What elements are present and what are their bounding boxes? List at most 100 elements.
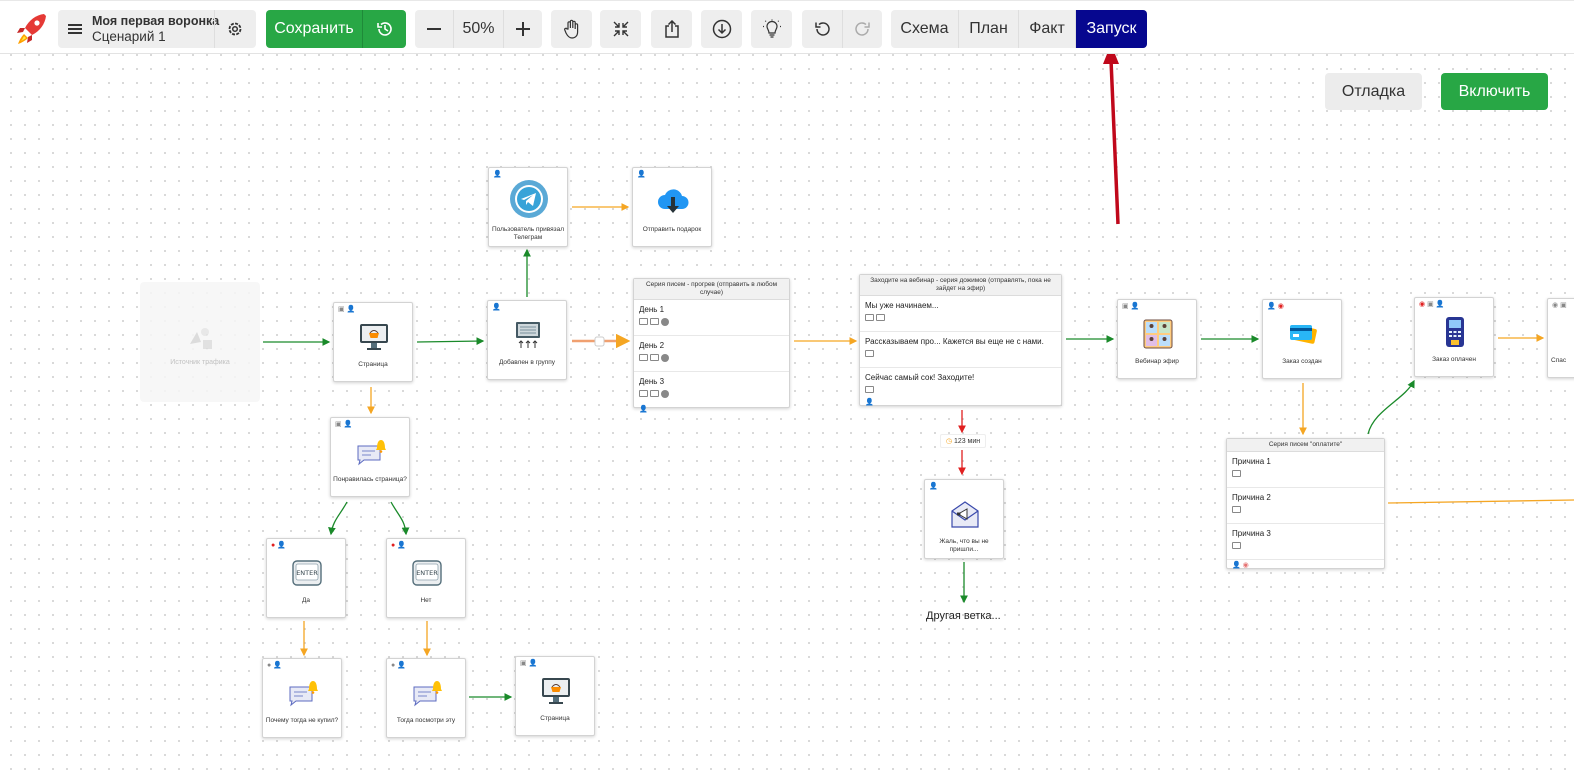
channel-icons (639, 318, 784, 328)
monitor-basket-icon (536, 671, 576, 711)
video-conference-icon (1138, 314, 1178, 354)
liked-page-label: Понравилась страница? (333, 476, 407, 483)
tab-fact[interactable]: Факт (1018, 10, 1075, 48)
save-group: Сохранить (266, 10, 406, 48)
delay-timer[interactable]: ◷123 мин (940, 434, 986, 448)
send-gift-node[interactable]: 👤 Отправить подарок (632, 167, 712, 247)
why-not-bought-label: Почему тогда не купил? (265, 717, 339, 724)
tab-scheme[interactable]: Схема (900, 20, 949, 37)
tab-launch[interactable]: Запуск (1075, 10, 1147, 48)
order-paid-label: Заказ оплачен (1432, 356, 1476, 363)
enter-key-icon: ENTER (287, 553, 327, 593)
clock-icon: ◷ (945, 438, 952, 445)
wire-pay-return (1387, 499, 1574, 504)
channel-icons (865, 386, 1056, 396)
history-group (802, 10, 882, 48)
series-warmup-day-1: День 1 (639, 305, 665, 314)
order-created-label: Заказ создан (1282, 358, 1322, 365)
email-series-warmup[interactable]: Серия писем - прогрев (отправить в любом… (633, 278, 790, 413)
message-bell-icon (283, 673, 323, 713)
other-branch-label: Другая ветка... (926, 610, 1001, 622)
answer-yes-node[interactable]: ●👤 ENTER Да (266, 538, 346, 618)
settings-gear-icon[interactable] (214, 10, 254, 48)
debug-button[interactable]: Отладка (1325, 73, 1422, 110)
channel-icons (1232, 506, 1379, 516)
cloud-download-icon (653, 182, 693, 222)
page-node[interactable]: ▣👤 Страница (333, 302, 413, 382)
monitor-basket-icon (354, 317, 394, 357)
look-this-label: Тогда посмотри эту (396, 717, 456, 724)
zoom-in-plus-icon[interactable] (504, 10, 542, 48)
webinar-live-label: Вебинар эфир (1135, 358, 1179, 365)
share-export-icon[interactable] (651, 10, 692, 48)
series-pay-reason-2: Причина 2 (1232, 493, 1271, 502)
save-history-icon[interactable] (362, 10, 406, 48)
sorry-not-came-label: Жаль, что вы не пришли... (939, 538, 989, 553)
user-icon: 👤 (639, 406, 648, 413)
save-button[interactable]: Сохранить (274, 20, 354, 37)
thanks-node-label: Спас (1551, 357, 1567, 364)
message-bell-icon (351, 432, 391, 472)
project-menu: Моя первая воронка Сценарий 1 (58, 10, 256, 48)
annotation-arrow (1103, 44, 1120, 225)
order-created-node[interactable]: 👤◉ Заказ создан (1262, 299, 1342, 379)
page-node-2[interactable]: ▣👤 Страница (515, 656, 595, 736)
thanks-node-partial[interactable]: ◉▣ Спас (1547, 298, 1574, 378)
group-screen-icon (508, 315, 548, 355)
channel-icons (865, 350, 1056, 360)
user-icon: 👤 ◉ (1232, 562, 1249, 569)
series-pay-reason-1: Причина 1 (1232, 457, 1271, 466)
enter-key-icon: ENTER (407, 553, 447, 593)
traffic-source-node[interactable]: Источник трафика (140, 282, 260, 402)
project-title: Моя первая воронка (92, 14, 220, 28)
page-node-2-label: Страница (540, 715, 570, 722)
look-this-node[interactable]: ●👤 Тогда посмотри эту (386, 658, 466, 738)
email-series-pay[interactable]: Серия писем "оплатите" Причина 1 Причина… (1226, 438, 1385, 569)
channel-icons (639, 390, 784, 400)
channel-icons (639, 354, 784, 364)
answer-no-node[interactable]: ●👤 ENTER Нет (386, 538, 466, 618)
svg-text:ENTER: ENTER (296, 569, 318, 577)
mode-tabs: Схема План Факт Запуск (891, 10, 1147, 48)
app-logo-rocket-icon[interactable] (14, 10, 52, 48)
sorry-not-came-node[interactable]: 👤 Жаль, что вы не пришли... (924, 479, 1004, 559)
added-to-group-label: Добавлен в группу (498, 359, 556, 366)
scenario-name: Сценарий 1 (92, 29, 166, 44)
telegram-icon (509, 179, 549, 219)
svg-text:ENTER: ENTER (416, 569, 438, 577)
telegram-node[interactable]: 👤 Пользователь привязал Телеграм (488, 167, 568, 247)
project-title-block[interactable]: Моя первая воронка Сценарий 1 (92, 10, 220, 48)
telegram-node-label: Пользователь привязал Телеграм (491, 226, 565, 241)
fit-collapse-icon[interactable] (600, 10, 641, 48)
hamburger-menu-icon[interactable] (58, 10, 92, 48)
zoom-level: 50% (452, 10, 505, 48)
enable-button[interactable]: Включить (1441, 73, 1548, 110)
top-toolbar: Моя первая воронка Сценарий 1 Сохранить … (0, 0, 1574, 54)
undo-icon[interactable] (802, 10, 842, 48)
added-to-group-node[interactable]: 👤 Добавлен в группу (487, 300, 567, 380)
answer-yes-label: Да (301, 597, 311, 604)
liked-page-node[interactable]: ▣👤 Понравилась страница? (330, 417, 410, 497)
series-warmup-title: Серия писем - прогрев (отправить в любом… (634, 279, 789, 300)
message-bell-icon (407, 673, 447, 713)
user-icon: 👤 (865, 399, 874, 406)
series-webinar-msg-2: Рассказываем про... Кажется вы еще не с … (865, 337, 1044, 346)
webinar-live-node[interactable]: ▣👤 Вебинар эфир (1117, 299, 1197, 379)
channel-icons (1232, 470, 1379, 480)
zoom-out-minus-icon[interactable] (415, 10, 453, 48)
zoom-control: 50% (415, 10, 542, 48)
email-series-webinar[interactable]: Заходите на вебинар - серия дожимов (отп… (859, 274, 1062, 406)
order-paid-node[interactable]: ◉▣👤 Заказ оплачен (1414, 297, 1494, 377)
series-warmup-day-3: День 3 (639, 377, 665, 386)
credit-card-icon (1283, 314, 1323, 354)
pan-hand-icon[interactable] (551, 10, 592, 48)
why-not-bought-node[interactable]: ●👤 Почему тогда не купил? (262, 658, 342, 738)
lightbulb-icon[interactable] (751, 10, 792, 48)
send-gift-label: Отправить подарок (642, 226, 702, 233)
series-pay-title: Серия писем "оплатите" (1227, 439, 1384, 452)
download-icon[interactable] (701, 10, 742, 48)
tab-plan[interactable]: План (958, 10, 1018, 48)
redo-icon[interactable] (842, 10, 882, 48)
series-webinar-msg-3: Сейчас самый сок! Заходите! (865, 373, 975, 382)
